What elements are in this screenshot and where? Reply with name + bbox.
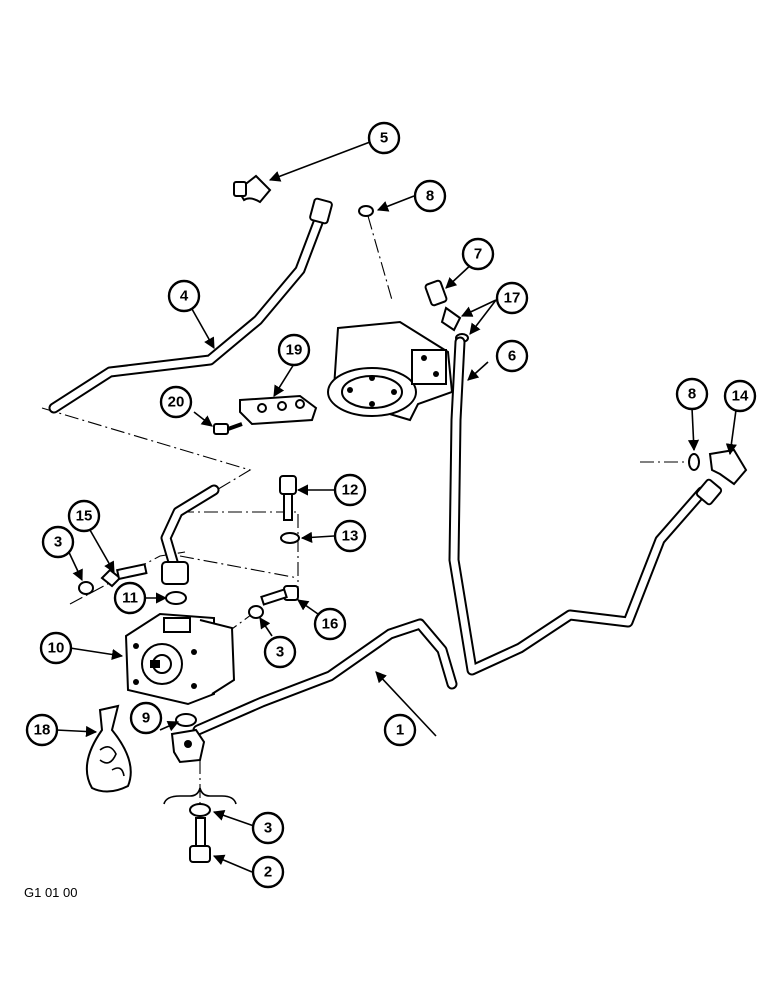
svg-text:3: 3 <box>264 820 272 837</box>
pipe-6 <box>448 336 723 676</box>
nut-3-bottom <box>189 803 211 817</box>
svg-text:7: 7 <box>474 246 482 263</box>
bracket-brace <box>163 787 237 805</box>
bolt-15 <box>100 563 148 588</box>
svg-text:19: 19 <box>286 342 303 359</box>
callout-16: 16 <box>313 607 347 641</box>
svg-text:12: 12 <box>342 482 359 499</box>
callout-2: 2 <box>251 855 285 889</box>
svg-text:1: 1 <box>396 722 404 739</box>
svg-text:20: 20 <box>168 394 185 411</box>
callout-10: 10 <box>39 631 73 665</box>
callout-12: 12 <box>333 473 367 507</box>
callout-19: 19 <box>277 333 311 367</box>
washer-9 <box>175 713 197 727</box>
fitting-7 <box>424 279 469 343</box>
callout-17: 17 <box>495 281 529 315</box>
svg-text:10: 10 <box>48 640 65 657</box>
svg-text:11: 11 <box>122 590 138 607</box>
washer-11 <box>165 591 187 605</box>
callout-8-right: 8 <box>675 377 709 411</box>
screw-20 <box>213 422 243 435</box>
svg-text:18: 18 <box>34 722 51 739</box>
callout-11: 11 <box>113 581 147 615</box>
svg-text:3: 3 <box>54 534 62 551</box>
callout-6: 6 <box>495 339 529 373</box>
svg-text:15: 15 <box>76 508 93 525</box>
elbow-fitting-5 <box>233 174 272 204</box>
svg-text:16: 16 <box>322 616 339 633</box>
pipe-block <box>170 728 206 764</box>
callout-4: 4 <box>167 279 201 313</box>
figure-code: G1 01 00 <box>24 885 78 900</box>
callout-14: 14 <box>723 379 757 413</box>
svg-text:3: 3 <box>276 644 284 661</box>
svg-text:2: 2 <box>264 864 272 881</box>
svg-text:14: 14 <box>732 388 749 405</box>
callout-7: 7 <box>461 237 495 271</box>
svg-text:17: 17 <box>504 290 521 307</box>
callout-15: 15 <box>67 499 101 533</box>
callout-3-left: 3 <box>41 525 75 559</box>
bolt-16 <box>260 585 299 606</box>
callout-1: 1 <box>383 713 417 747</box>
hydraulic-pump <box>124 612 236 706</box>
leader-lines <box>55 141 737 873</box>
callout-13: 13 <box>333 519 367 553</box>
callout-8-top: 8 <box>413 179 447 213</box>
svg-text:13: 13 <box>342 528 359 545</box>
callout-5: 5 <box>367 121 401 155</box>
svg-text:9: 9 <box>142 710 150 727</box>
svg-text:8: 8 <box>426 188 434 205</box>
pipe-1 <box>192 618 458 736</box>
clamp-19 <box>239 394 318 426</box>
washer-8-right <box>688 453 700 471</box>
svg-text:6: 6 <box>508 348 516 365</box>
callout-3-bottom: 3 <box>251 811 285 845</box>
svg-text:4: 4 <box>180 288 189 305</box>
svg-text:8: 8 <box>688 386 696 403</box>
svg-text:5: 5 <box>380 130 388 147</box>
elbow-fitting-14 <box>708 448 748 486</box>
callout-20: 20 <box>159 385 193 419</box>
steering-unit <box>327 320 454 422</box>
pressure-pipe <box>160 484 220 585</box>
callout-18: 18 <box>25 713 59 747</box>
callout-3-mid: 3 <box>263 635 297 669</box>
bolt-12 <box>279 475 297 521</box>
nut-3-mid <box>248 605 264 619</box>
bolt-2 <box>189 817 211 863</box>
washer-13 <box>280 532 300 544</box>
washer-8-top <box>358 205 374 217</box>
nut-3-left <box>78 581 94 595</box>
callout-9: 9 <box>129 701 163 735</box>
pipe-4 <box>48 197 333 414</box>
parts-bag-18 <box>85 704 132 793</box>
